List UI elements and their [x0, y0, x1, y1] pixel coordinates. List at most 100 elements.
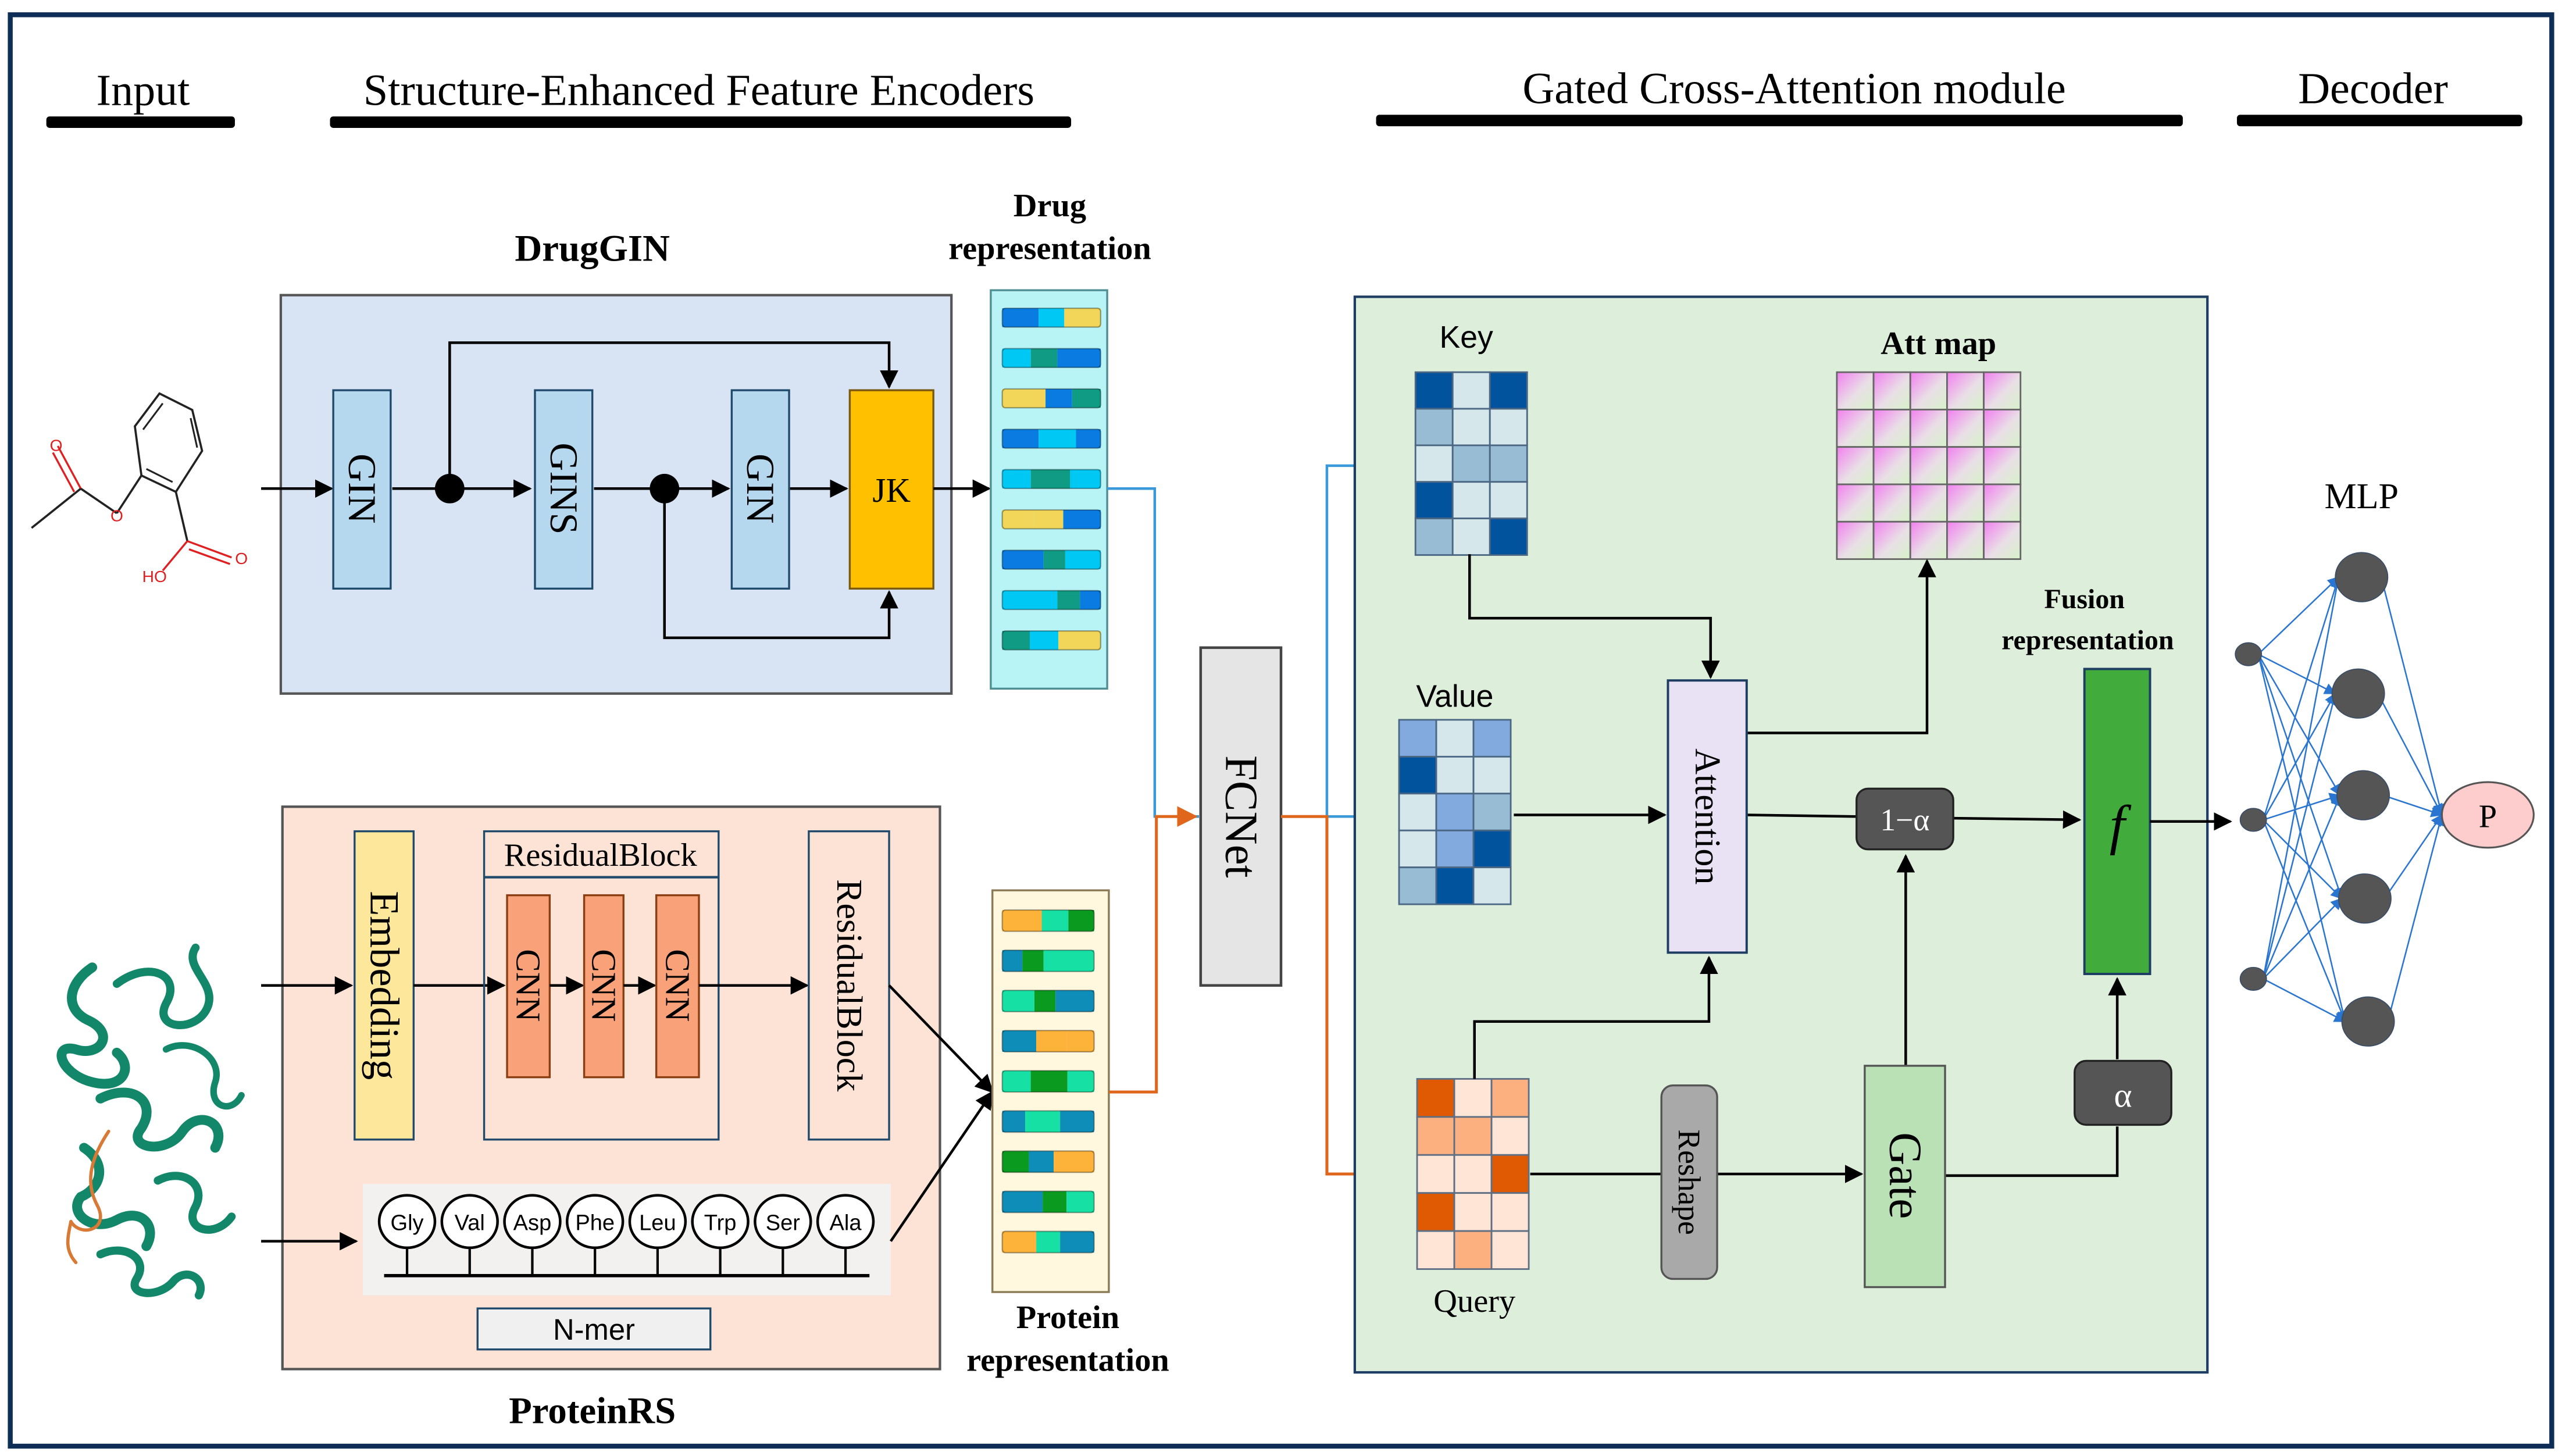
feature-bar [1001, 509, 1101, 530]
feature-segment [1030, 1070, 1068, 1092]
feature-bar [1001, 990, 1095, 1012]
mlp-edge [2380, 577, 2445, 816]
skip-connection-bottom [663, 488, 898, 640]
header-gca-underline [1376, 115, 2183, 127]
mlp-edge [2383, 813, 2443, 899]
fusion-representation-block: f [2083, 668, 2151, 975]
feature-segment [1002, 1231, 1037, 1253]
mlp-edge [2263, 897, 2343, 980]
header-encoders-underline [330, 116, 1072, 128]
protein-rep-title-1: Protein [1016, 1300, 1119, 1336]
protein-rep-title-2: representation [966, 1342, 1169, 1378]
matrix-cell [1435, 719, 1475, 758]
feature-bar [1001, 909, 1095, 932]
feature-segment [1041, 910, 1069, 932]
feature-segment [1054, 1151, 1094, 1173]
output-node: P [2440, 781, 2535, 849]
svg-text:GIN: GIN [738, 454, 782, 523]
feature-segment [1025, 1111, 1061, 1133]
attention-cell [1909, 520, 1948, 560]
attention-cell [1909, 483, 1948, 523]
matrix-cell [1490, 1078, 1530, 1118]
mlp-edge [2263, 978, 2346, 1022]
feature-segment [1057, 590, 1080, 610]
matrix-cell [1451, 518, 1491, 556]
feature-segment [1043, 550, 1065, 569]
matrix-cell [1490, 1230, 1530, 1270]
attention-cell [1836, 446, 1875, 486]
header-input: Input [97, 66, 190, 115]
mlp-hidden-node [2331, 668, 2385, 719]
amino-acid-label: Leu [639, 1211, 676, 1236]
svg-text:GINS: GINS [542, 442, 586, 534]
svg-text:α: α [2114, 1076, 2132, 1115]
nmer-box: N-mer [476, 1307, 712, 1351]
feature-segment [1030, 348, 1058, 367]
feature-segment [1058, 631, 1101, 650]
feature-segment [1002, 631, 1030, 650]
reshape-block: Reshape [1660, 1084, 1718, 1280]
matrix-cell [1489, 481, 1528, 520]
svg-text:GIN: GIN [340, 454, 384, 523]
mlp-input-node [2239, 966, 2267, 991]
attention-cell [1983, 483, 2022, 523]
drug-representation-rows [1001, 307, 1101, 651]
one-minus-alpha-to-fusion-connector [1953, 810, 2082, 829]
feature-segment [1039, 308, 1065, 327]
matrix-cell [1416, 1192, 1455, 1232]
matrix-cell [1414, 518, 1454, 556]
output-label: P [2479, 798, 2497, 834]
mlp-input-node [2235, 642, 2263, 666]
matrix-cell [1398, 755, 1437, 795]
matrix-cell [1453, 1116, 1493, 1156]
amino-acid-node: Ser [754, 1194, 812, 1276]
feature-segment [1055, 990, 1094, 1012]
matrix-cell [1453, 1192, 1493, 1232]
mlp-edge [2263, 793, 2342, 821]
attention-cell [1983, 371, 2022, 411]
attention-cell [1909, 371, 1948, 411]
alpha-box: α [2074, 1059, 2172, 1126]
protein-to-fcnet-connector [1108, 806, 1198, 1094]
amino-acid-node: Val [440, 1194, 499, 1276]
matrix-cell [1414, 408, 1454, 447]
mlp-label: MLP [2325, 477, 2399, 516]
drug-rep-title-1: Drug [1014, 188, 1086, 224]
matrix-cell [1398, 719, 1437, 758]
junction-node [650, 473, 680, 504]
feature-segment [1065, 550, 1101, 569]
gin-block-2: GIN [730, 389, 790, 590]
skip-connection-top [448, 341, 898, 489]
matrix-cell [1490, 1154, 1530, 1194]
attention-cell [1872, 483, 1911, 523]
attention-to-one-minus-alpha-connector [1746, 813, 1857, 818]
feature-bar [1001, 549, 1101, 570]
attention-map [1836, 371, 2022, 560]
matrix-cell [1414, 444, 1454, 483]
drug-rep-title-2: representation [948, 231, 1151, 267]
amino-acid-sequence-panel [362, 1183, 891, 1296]
gin-block-1: GIN [332, 389, 392, 590]
feature-segment [1002, 429, 1039, 448]
header-gca: Gated Cross-Attention module [1522, 65, 2066, 113]
matrix-cell [1472, 829, 1512, 869]
matrix-cell [1472, 866, 1512, 905]
oxygen-label: O [235, 549, 248, 568]
aspirin-molecule-icon: O O O HO [31, 392, 248, 586]
mlp-hidden-node [2335, 552, 2389, 602]
mlp-edge [2263, 819, 2343, 900]
embedding-block: Embedding [354, 830, 415, 1141]
svg-text:Attention: Attention [1687, 748, 1727, 884]
svg-text:CNN: CNN [509, 949, 548, 1022]
svg-text:Reshape: Reshape [1672, 1129, 1707, 1234]
feature-segment [1066, 1030, 1094, 1052]
feature-bar [1001, 1110, 1095, 1133]
feature-segment [1002, 1070, 1031, 1092]
feature-segment [1002, 910, 1042, 932]
feature-segment [1080, 590, 1101, 610]
fcnet-block: FCNet [1199, 646, 1283, 987]
feature-segment [1029, 1151, 1054, 1173]
mlp-edge [2262, 693, 2336, 820]
feature-segment [1033, 509, 1064, 529]
